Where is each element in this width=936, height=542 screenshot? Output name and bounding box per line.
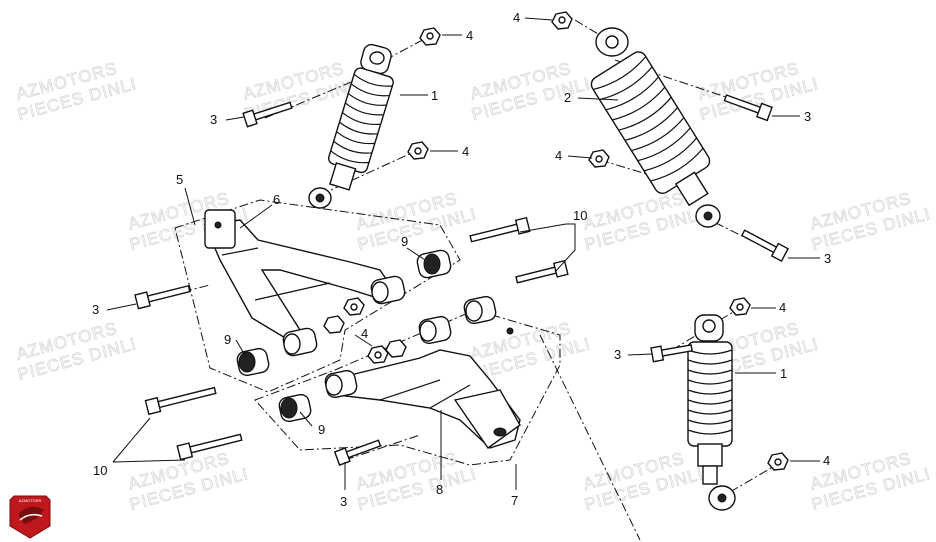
callout-2: 2 [564, 90, 571, 105]
bushing [418, 315, 452, 345]
callout-9: 9 [224, 332, 231, 347]
callout-3: 3 [340, 494, 347, 509]
callout-9: 9 [401, 234, 408, 249]
callout-6: 6 [273, 192, 280, 207]
callout-10: 10 [93, 463, 107, 478]
bushing [324, 369, 358, 399]
bushing [463, 295, 497, 325]
callout-3: 3 [824, 251, 831, 266]
leader-lines [106, 17, 820, 490]
callout-5: 5 [176, 172, 183, 187]
callout-3: 3 [614, 347, 621, 362]
callout-8: 8 [436, 482, 443, 497]
long-bolts [144, 216, 569, 461]
bushing [416, 249, 452, 279]
callout-1: 1 [431, 88, 438, 103]
bushing [370, 275, 406, 305]
watermark-layer: AZMOTORS PIECES DINLI AZMOTORS PIECES DI… [14, 58, 933, 514]
bushing [236, 347, 270, 377]
callout-4: 4 [823, 453, 830, 468]
callout-1: 1 [780, 366, 787, 381]
callout-4: 4 [555, 148, 562, 163]
callout-3: 3 [92, 302, 99, 317]
bushing [282, 327, 318, 357]
azmotors-logo: AZMOTORS [9, 495, 51, 539]
shock-absorber-rear-bottom [650, 297, 789, 511]
shock-absorber-front-left [242, 27, 441, 209]
upper-a-arm-group [134, 199, 461, 393]
callout-4: 4 [462, 144, 469, 159]
shock-absorber-rear-top [551, 11, 790, 263]
callout-9: 9 [318, 422, 325, 437]
bushing [278, 393, 312, 423]
logo-text: AZMOTORS [19, 498, 42, 503]
callout-labels: 4 1 4 3 4 2 4 3 3 4 3 1 4 3 5 6 9 9 9 4 … [92, 10, 831, 509]
callout-4: 4 [513, 10, 520, 25]
callout-7: 7 [511, 493, 518, 508]
callout-10: 10 [573, 208, 587, 223]
callout-4: 4 [466, 28, 473, 43]
callout-4: 4 [779, 300, 786, 315]
callout-4: 4 [361, 326, 368, 341]
callout-3: 3 [804, 109, 811, 124]
lower-a-arm-group [254, 295, 641, 541]
callout-3: 3 [210, 112, 217, 127]
